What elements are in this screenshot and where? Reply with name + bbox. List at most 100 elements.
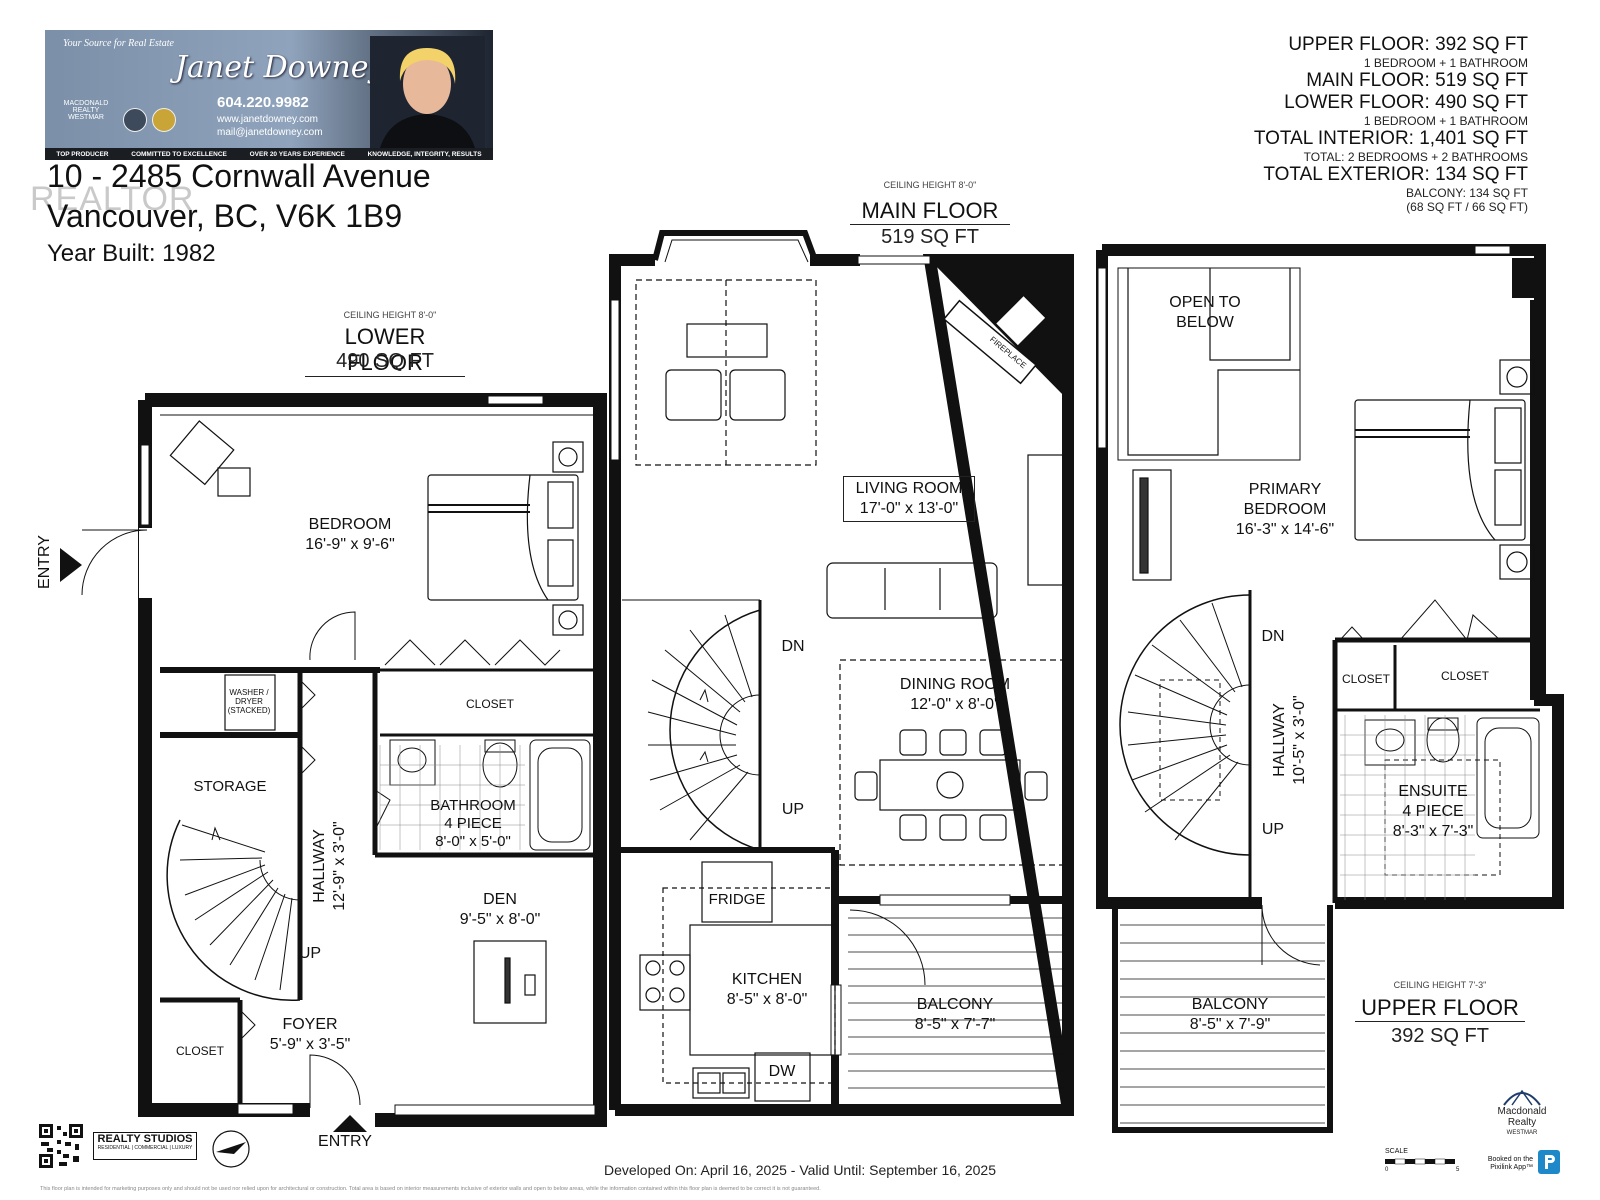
banner-strip: TOP PRODUCER COMMITTED TO EXCELLENCE OVE… — [45, 148, 493, 160]
scale-five: 5 — [1456, 1167, 1460, 1173]
macdonald-sub: WESTMAR — [1506, 1130, 1538, 1136]
bed-lower — [427, 441, 584, 636]
living-furniture — [635, 279, 1065, 619]
summary-line: 1 BEDROOM + 1 BATHROOM — [1363, 56, 1528, 70]
entry-arrow-side-icon — [60, 548, 82, 582]
room-name: BALCONY — [916, 996, 994, 1013]
room-name: DEN — [483, 891, 517, 908]
agent-photo — [370, 36, 485, 148]
room-dining: DINING ROOM 12'-0" x 8'-0" — [880, 675, 1030, 715]
banner-tagline: Your Source for Real Estate — [63, 38, 174, 49]
fridge-label: FRIDGE — [708, 891, 766, 908]
room-dims: 8'-5" x 8'-0" — [726, 991, 808, 1008]
macdonald-realty-text: Macdonald Realty WESTMAR — [1490, 1106, 1554, 1139]
main-ceiling: CEILING HEIGHT 8'-0" — [883, 180, 977, 190]
room-name: HALLWAY — [311, 829, 328, 903]
room-closet-upper-2: CLOSET — [1440, 669, 1489, 683]
lower-floor-title: LOWER FLOOR — [305, 324, 465, 377]
strip-item: TOP PRODUCER — [56, 150, 109, 158]
room-washer-dryer: WASHER / DRYER (STACKED) — [227, 688, 271, 715]
room-dims: 9'-5" x 8'-0" — [459, 911, 541, 928]
lower-floor-walls — [81, 393, 607, 1127]
room-hallway-lower: HALLWAY 12'-9" x 3'-0" — [310, 806, 350, 926]
summary-line: BALCONY: 134 SQ FT — [1405, 186, 1528, 200]
room-dims: 12'-9" x 3'-0" — [331, 821, 348, 911]
upper-ceiling: CEILING HEIGHT 7'-3" — [1393, 980, 1487, 990]
room-name: FOYER — [282, 1016, 338, 1033]
agent-website: www.janetdowney.com — [217, 114, 318, 125]
pixilink-text: Booked on the Pixilink App™ — [1487, 1156, 1533, 1171]
lower-ceiling: CEILING HEIGHT 8'-0" — [343, 310, 437, 320]
main-floor-area: 519 SQ FT — [881, 226, 979, 248]
entry-arrow-bottom-icon — [333, 1115, 367, 1132]
developed-date: Developed On: April 16, 2025 - Valid Unt… — [604, 1162, 996, 1178]
macdonald-name: Macdonald Realty — [1497, 1106, 1547, 1128]
room-sub: BELOW — [1176, 314, 1234, 331]
ensuite-tiles — [1340, 715, 1475, 900]
summary-line: TOTAL INTERIOR: 1,401 SQ FT — [1253, 128, 1528, 149]
room-primary-bedroom: PRIMARY BEDROOM 16'-3" x 14'-6" — [1215, 480, 1355, 540]
upper-floor-title: UPPER FLOOR — [1355, 995, 1525, 1022]
scale-label: SCALE — [1385, 1148, 1408, 1155]
upper-floor-area: 392 SQ FT — [1391, 1025, 1489, 1047]
room-dims: 8'-5" x 7'-7" — [914, 1016, 996, 1033]
room-name: BEDROOM — [308, 516, 392, 533]
scale-zero: 0 — [1385, 1167, 1389, 1173]
room-name: HALLWAY — [1271, 703, 1288, 777]
room-bathroom-lower: BATHROOM 4 PIECE 8'-0" x 5'-0" — [418, 797, 528, 851]
stair-up-main: UP — [781, 801, 805, 818]
room-name: LIVING ROOM — [855, 480, 963, 497]
address-line1: 10 - 2485 Cornwall Avenue — [47, 158, 431, 194]
balcony-main-deck — [848, 909, 1064, 1089]
summary-line: UPPER FLOOR: 392 SQ FT — [1288, 34, 1528, 55]
room-dims: 16'-3" x 14'-6" — [1235, 521, 1335, 538]
address-line2: Vancouver, BC, V6K 1B9 — [47, 198, 403, 234]
realty-studios-name: REALTY STUDIOS — [97, 1133, 193, 1145]
agent-phone: 604.220.9982 — [217, 94, 309, 111]
den-desk — [473, 940, 547, 1024]
washer-dryer — [224, 674, 276, 731]
realtor-watermark: REALTOR — [30, 180, 195, 218]
stair-up-upper: UP — [1261, 821, 1285, 838]
scale-bar-icon — [1385, 1158, 1455, 1165]
room-dims: 8'-0" x 5'-0" — [435, 833, 511, 850]
realty-studios-sub: RESIDENTIAL | COMMERCIAL | LUXURY — [97, 1145, 193, 1151]
award-badge-icon — [123, 108, 147, 132]
lower-floor-area: 490 SQ FT — [336, 350, 434, 372]
room-name: KITCHEN — [731, 971, 803, 988]
room-dims: 8'-5" x 7'-9" — [1189, 1016, 1271, 1033]
main-floor-walls — [609, 230, 1074, 1116]
dishwasher-label: DW — [768, 1063, 796, 1080]
brokerage-logo: MACDONALD REALTY WESTMAR — [63, 100, 109, 121]
agent-banner: Your Source for Real Estate Janet Downey… — [45, 30, 493, 160]
realty-studios-logo: REALTY STUDIOS RESIDENTIAL | COMMERCIAL … — [93, 1132, 197, 1160]
room-dims: 16'-9" x 9'-6" — [305, 536, 395, 553]
top-producer-badge-icon — [152, 108, 176, 132]
room-dims: 12'-0" x 8'-0" — [910, 696, 1000, 713]
macdonald-logo-icon — [1503, 1089, 1541, 1106]
room-name: DINING ROOM — [899, 676, 1011, 693]
room-sub: BEDROOM — [1243, 501, 1327, 518]
room-dims: 17'-0" x 13'-0" — [859, 500, 959, 517]
summary-line: MAIN FLOOR: 519 SQ FT — [1306, 70, 1528, 91]
room-bedroom-lower: BEDROOM 16'-9" x 9'-6" — [270, 515, 430, 555]
strip-item: OVER 20 YEARS EXPERIENCE — [249, 150, 345, 158]
summary-line: (68 SQ FT / 66 SQ FT) — [1406, 200, 1528, 214]
room-hallway-upper: HALLWAY 10'-5" x 3'-0" — [1270, 680, 1310, 800]
room-name: OPEN TO — [1169, 294, 1241, 311]
bathroom-tiles — [379, 745, 525, 850]
room-den: DEN 9'-5" x 8'-0" — [440, 890, 560, 930]
room-closet-foyer: CLOSET — [175, 1044, 224, 1058]
strip-item: COMMITTED TO EXCELLENCE — [131, 150, 227, 158]
room-living: LIVING ROOM 17'-0" x 13'-0" — [843, 476, 975, 522]
qr-code-icon[interactable] — [37, 1122, 85, 1170]
year-built: Year Built: 1982 — [47, 240, 216, 267]
summary-line: LOWER FLOOR: 490 SQ FT — [1284, 92, 1528, 113]
armchair-lower — [169, 420, 251, 497]
room-foyer: FOYER 5'-9" x 3'-5" — [250, 1015, 370, 1055]
pixilink-logo-icon[interactable] — [1538, 1150, 1560, 1174]
bed-upper — [1132, 359, 1535, 581]
spiral-stair-main — [647, 609, 761, 851]
